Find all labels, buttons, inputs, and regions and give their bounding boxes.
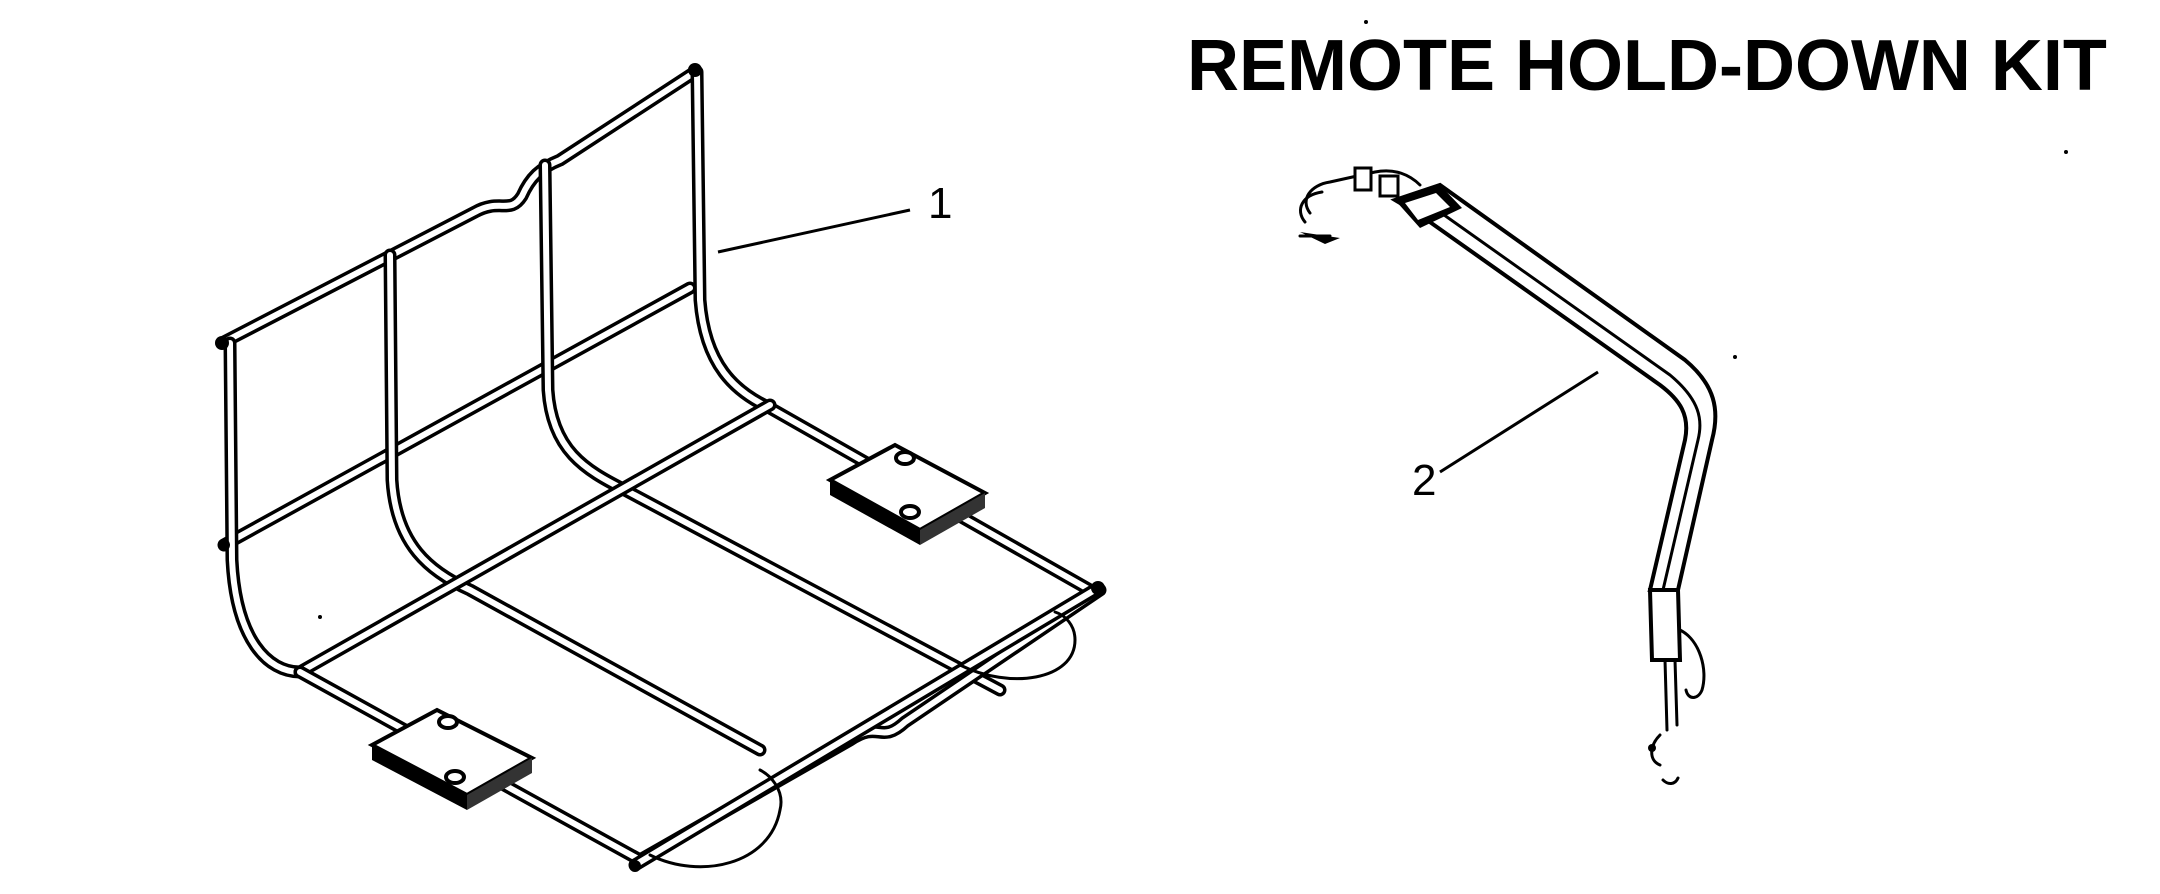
scan-speck (1364, 20, 1368, 24)
scan-speck (1733, 355, 1737, 359)
callout-leader (717, 208, 911, 254)
rod-end-knob (215, 336, 229, 350)
strap-lower-end (1647, 588, 1706, 785)
mounting-plate-right (825, 442, 990, 545)
callout-label: 2 (1412, 456, 1436, 505)
callout-label: 1 (928, 179, 952, 228)
back-top-rail (215, 65, 702, 350)
hold-down-strap (1298, 166, 1718, 785)
cross-bar-2 (538, 158, 1007, 697)
rod-end-knob (688, 63, 702, 77)
wire-basket-frame (215, 63, 1107, 872)
callout-2: 2 (1412, 370, 1599, 505)
scan-speck (2064, 150, 2068, 154)
callout-1: 1 (717, 179, 952, 254)
rod-end-knob (218, 539, 230, 551)
strap-body (1390, 182, 1718, 592)
strap-top-hook (1298, 166, 1422, 244)
strap-edge (1428, 203, 1702, 592)
mounting-plate-left (367, 707, 537, 810)
back-lower-rail (217, 281, 697, 552)
left-end-bar (223, 336, 307, 679)
under-loop-right (958, 610, 1077, 681)
under-loop-left (648, 768, 783, 869)
rod-end-knob (1091, 581, 1105, 595)
scan-speck (318, 615, 322, 619)
front-long-rod (628, 581, 1105, 872)
diagram-title: REMOTE HOLD-DOWN KIT (1187, 26, 2107, 106)
rod-end-knob (629, 860, 641, 872)
callout-leader (1439, 370, 1599, 474)
floor-center-rod (293, 398, 777, 679)
